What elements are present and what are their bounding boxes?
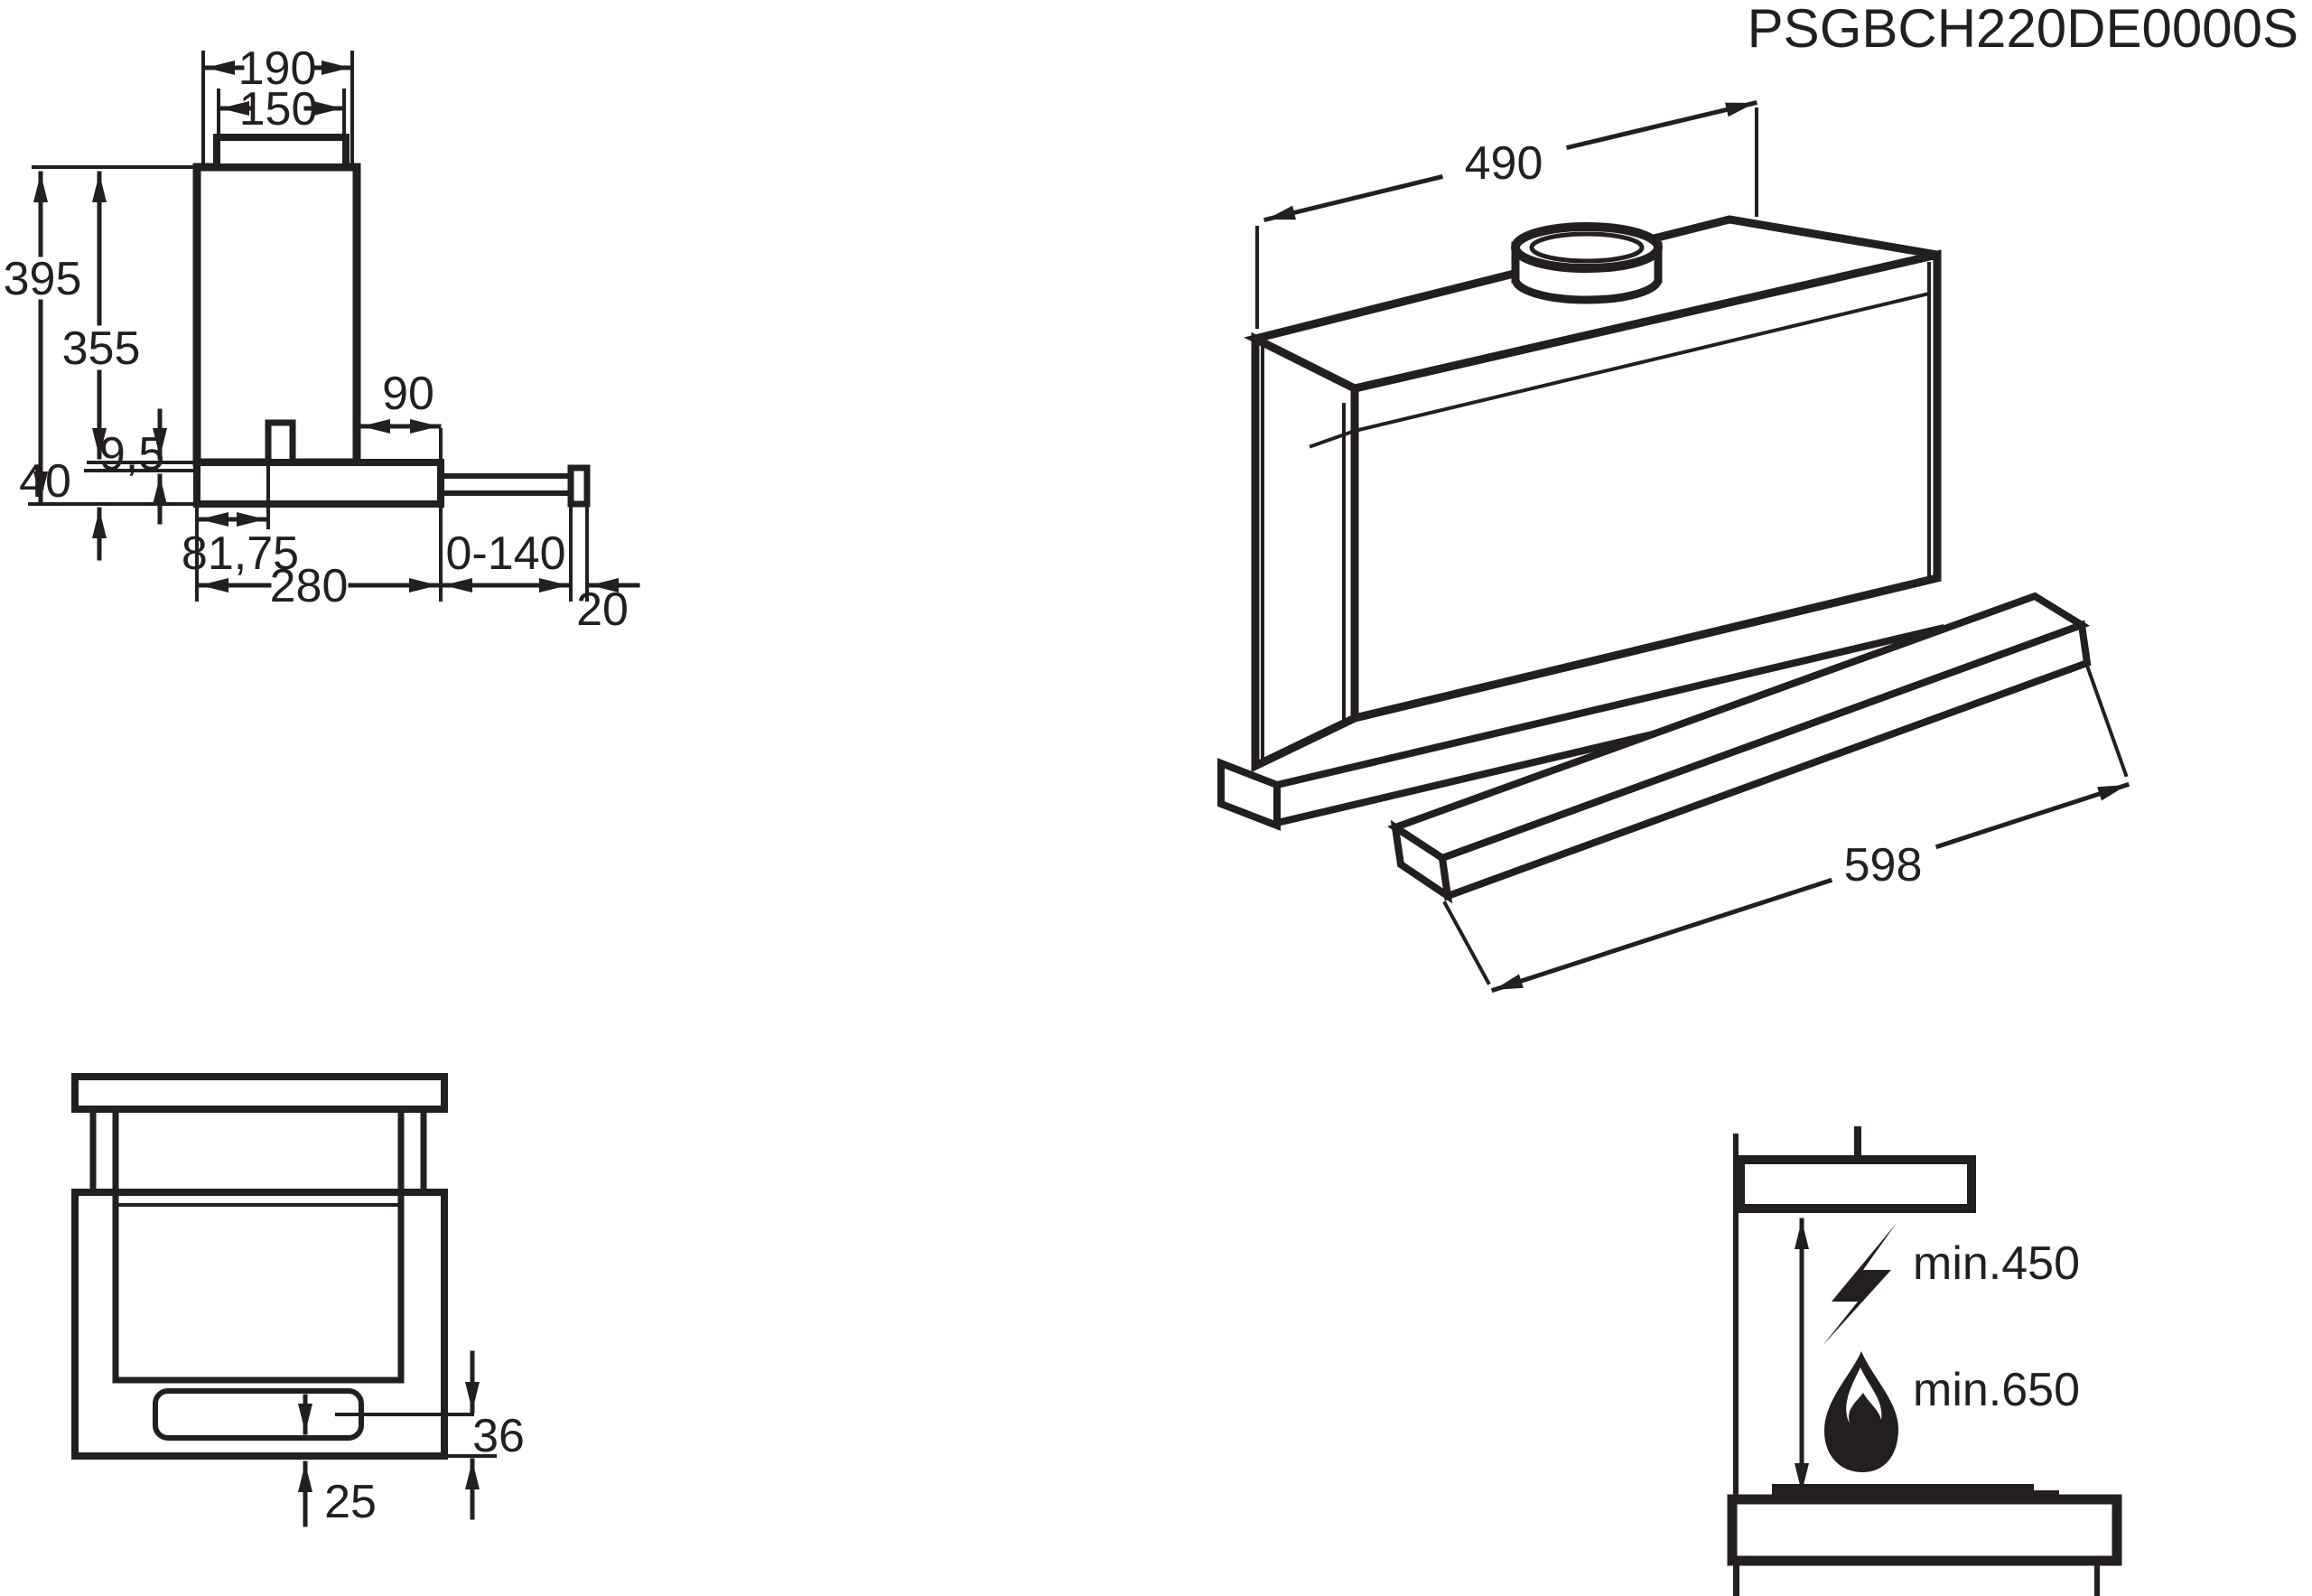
visor-front-face [1438,620,2092,901]
handle-strip [153,1388,364,1441]
hood-side-box [1736,1155,1976,1213]
duct-flange [213,134,350,171]
dimension-190: 190 [201,42,354,167]
dimension-36: 36 [335,1350,525,1520]
outlet-slot [265,419,296,466]
dimension-81-75: 81,75 [182,462,299,580]
box-left-face [1251,331,1359,773]
dimension-40: 40 [19,455,199,561]
rail-end-cap [567,464,591,508]
duct-collar [1511,222,1663,304]
gas-clearance-label: min.650 [1913,1364,2080,1416]
counter-box [1727,1494,2122,1566]
dim-label: 40 [19,455,71,508]
dim-label: 150 [239,83,318,135]
dimension-9-5: 9,5 [84,408,199,525]
dimension-280: 280 [195,506,443,612]
dimension-490: 490 [1255,99,1758,329]
dim-label: 81,75 [182,527,299,580]
base-plate [193,459,444,508]
dim-label: 190 [238,42,317,95]
dim-label: 598 [1844,839,1923,891]
lightning-icon [1823,1223,1897,1346]
product-code: PSGBCH220DE0000S [1748,0,2298,59]
front-top-inner-line [1309,291,1932,449]
dim-label: 90 [382,368,434,420]
clearance-view: min.450 min.650 [1727,1126,2122,1596]
dimension-150: 150 [217,83,346,137]
dimension-355: 355 [62,171,199,464]
side-section-view: 190 150 395 355 9,5 [4,42,640,636]
front-view: 36 25 [71,1073,525,1528]
dim-label: 0-140 [446,527,566,580]
electric-clearance-label: min.450 [1913,1237,2080,1290]
dim-label: 20 [576,583,629,636]
plate-left-end [1217,758,1281,831]
dim-label: 490 [1465,137,1543,190]
dimension-395: 395 [4,171,82,503]
dim-label: 280 [270,560,349,612]
dim-label: 36 [472,1410,525,1462]
dimension-598: 598 [1442,666,2130,994]
isometric-view: 490 598 [1217,99,2130,994]
dimension-20: 20 [576,506,640,636]
flame-icon [1824,1351,1898,1472]
dimension-90: 90 [359,368,443,462]
dim-label: 25 [324,1476,377,1528]
hood-body-outline [192,163,361,467]
dim-label: 9,5 [99,428,164,481]
dimension-0-140: 0-140 [441,506,573,602]
cabinet-bottom-plate [71,1073,448,1113]
dimension-25: 25 [298,1394,377,1528]
dim-label: 355 [62,322,141,375]
dim-label: 395 [4,253,82,305]
